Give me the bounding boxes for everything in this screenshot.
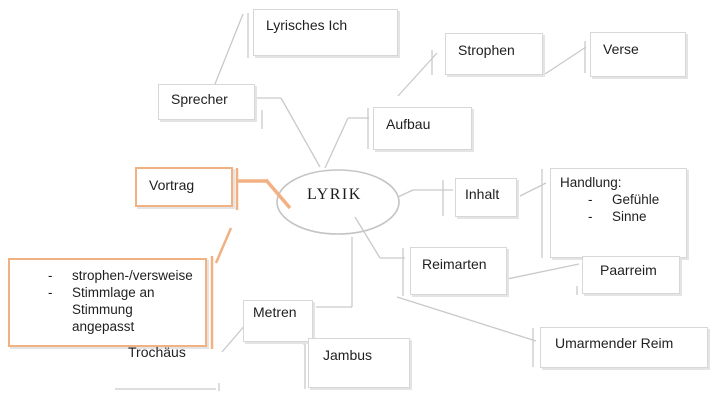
node-paarreim[interactable]: Paarreim [582,256,680,294]
vortrag-detail-item: - strophen-/versweise [48,267,201,284]
node-metren[interactable]: Metren [243,300,313,342]
node-aufbau-label: Aufbau [386,116,431,132]
vortrag-detail-item: - Stimmlage an Stimmung angepasst [48,284,201,335]
node-jambus-label: Jambus [323,347,373,363]
node-lyrisches-ich-label: Lyrisches Ich [266,17,348,33]
node-umarmender-reim-label: Umarmender Reim [555,335,674,351]
node-strophen[interactable]: Strophen [445,33,543,75]
node-strophen-label: Strophen [458,42,515,58]
node-aufbau[interactable]: Aufbau [373,107,472,150]
node-verse[interactable]: Verse [590,32,686,77]
node-vortrag[interactable]: Vortrag [135,167,233,207]
node-handlung-title: Handlung: [560,175,622,190]
node-lyrik-label[interactable]: LYRIK [307,186,362,203]
node-lyrisches-ich[interactable]: Lyrisches Ich [253,9,398,56]
handlung-item: - Gefühle [588,191,682,208]
handlung-item: - Sinne [588,208,682,225]
orange-connectors [210,168,292,349]
bullet-dash: - [588,209,593,224]
node-metren-label: Metren [253,304,297,320]
node-verse-label: Verse [603,41,639,57]
node-vortrag-label: Vortrag [149,177,195,193]
node-sprecher-label: Sprecher [171,91,228,107]
node-vortrag-details[interactable]: - strophen-/versweise - Stimmlage an Sti… [8,258,207,347]
node-trochaeus[interactable]: Trochäus [128,344,186,360]
node-inhalt-label: Inhalt [465,186,500,202]
node-inhalt[interactable]: Inhalt [455,178,517,217]
node-handlung[interactable]: Handlung: - Gefühle - Sinne [550,168,687,258]
node-jambus[interactable]: Jambus [308,338,410,388]
handlung-item-text: Sinne [612,209,647,224]
node-sprecher[interactable]: Sprecher [158,84,255,120]
bullet-dash: - [48,285,53,300]
lyrik-ellipse[interactable] [276,169,400,235]
handlung-item-text: Gefühle [612,192,660,207]
vortrag-detail-text: Stimmlage an Stimmung angepasst [72,285,155,334]
node-umarmender-reim[interactable]: Umarmender Reim [540,327,708,368]
node-reimarten[interactable]: Reimarten [410,247,507,295]
bullet-dash: - [48,268,53,283]
node-paarreim-label: Paarreim [600,262,657,278]
node-reimarten-label: Reimarten [422,256,487,272]
partial-box-edge [115,383,220,391]
vortrag-detail-text: strophen-/versweise [72,268,193,283]
bullet-dash: - [588,192,593,207]
